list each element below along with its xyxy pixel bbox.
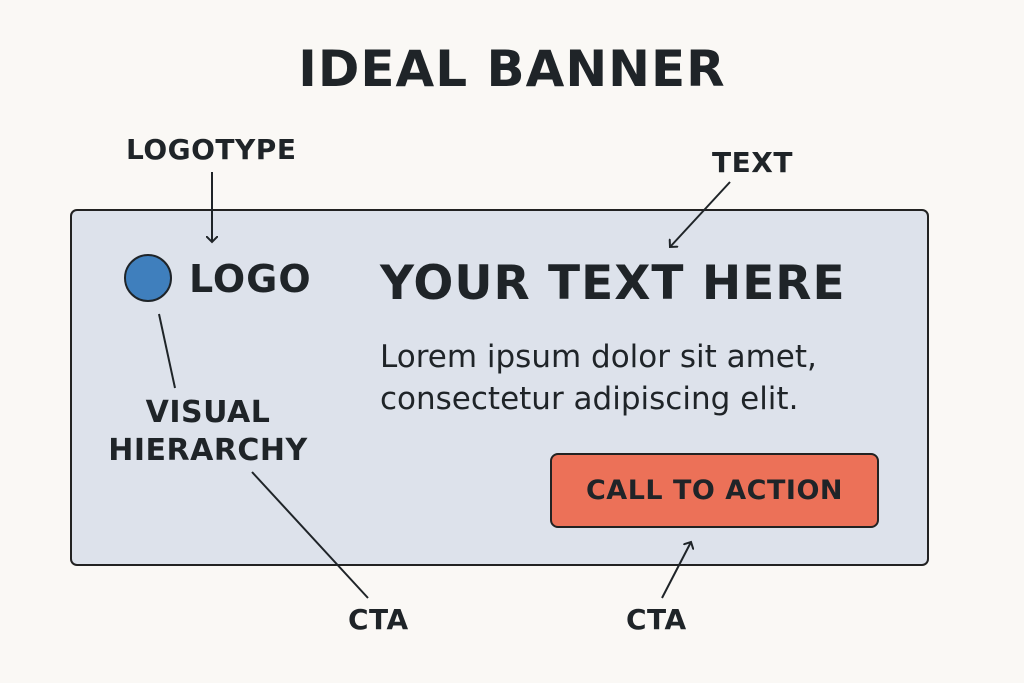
logo-wordmark: LOGO	[189, 257, 312, 301]
call-to-action-button[interactable]: CALL TO ACTION	[550, 453, 879, 528]
banner-body-line-2: consectetur adipiscing elit.	[380, 381, 799, 417]
diagram-title: IDEAL BANNER	[298, 40, 726, 98]
callout-cta-right: CTA	[626, 603, 687, 636]
callout-logotype: LOGOTYPE	[126, 133, 297, 166]
logo-circle-icon	[124, 254, 172, 302]
callout-cta-left: CTA	[348, 603, 409, 636]
callout-visual-hierarchy: VISUAL HIERARCHY	[108, 395, 308, 468]
callout-text: TEXT	[712, 146, 793, 179]
banner-headline: YOUR TEXT HERE	[380, 256, 846, 311]
banner-body-line-1: Lorem ipsum dolor sit amet,	[380, 339, 817, 375]
